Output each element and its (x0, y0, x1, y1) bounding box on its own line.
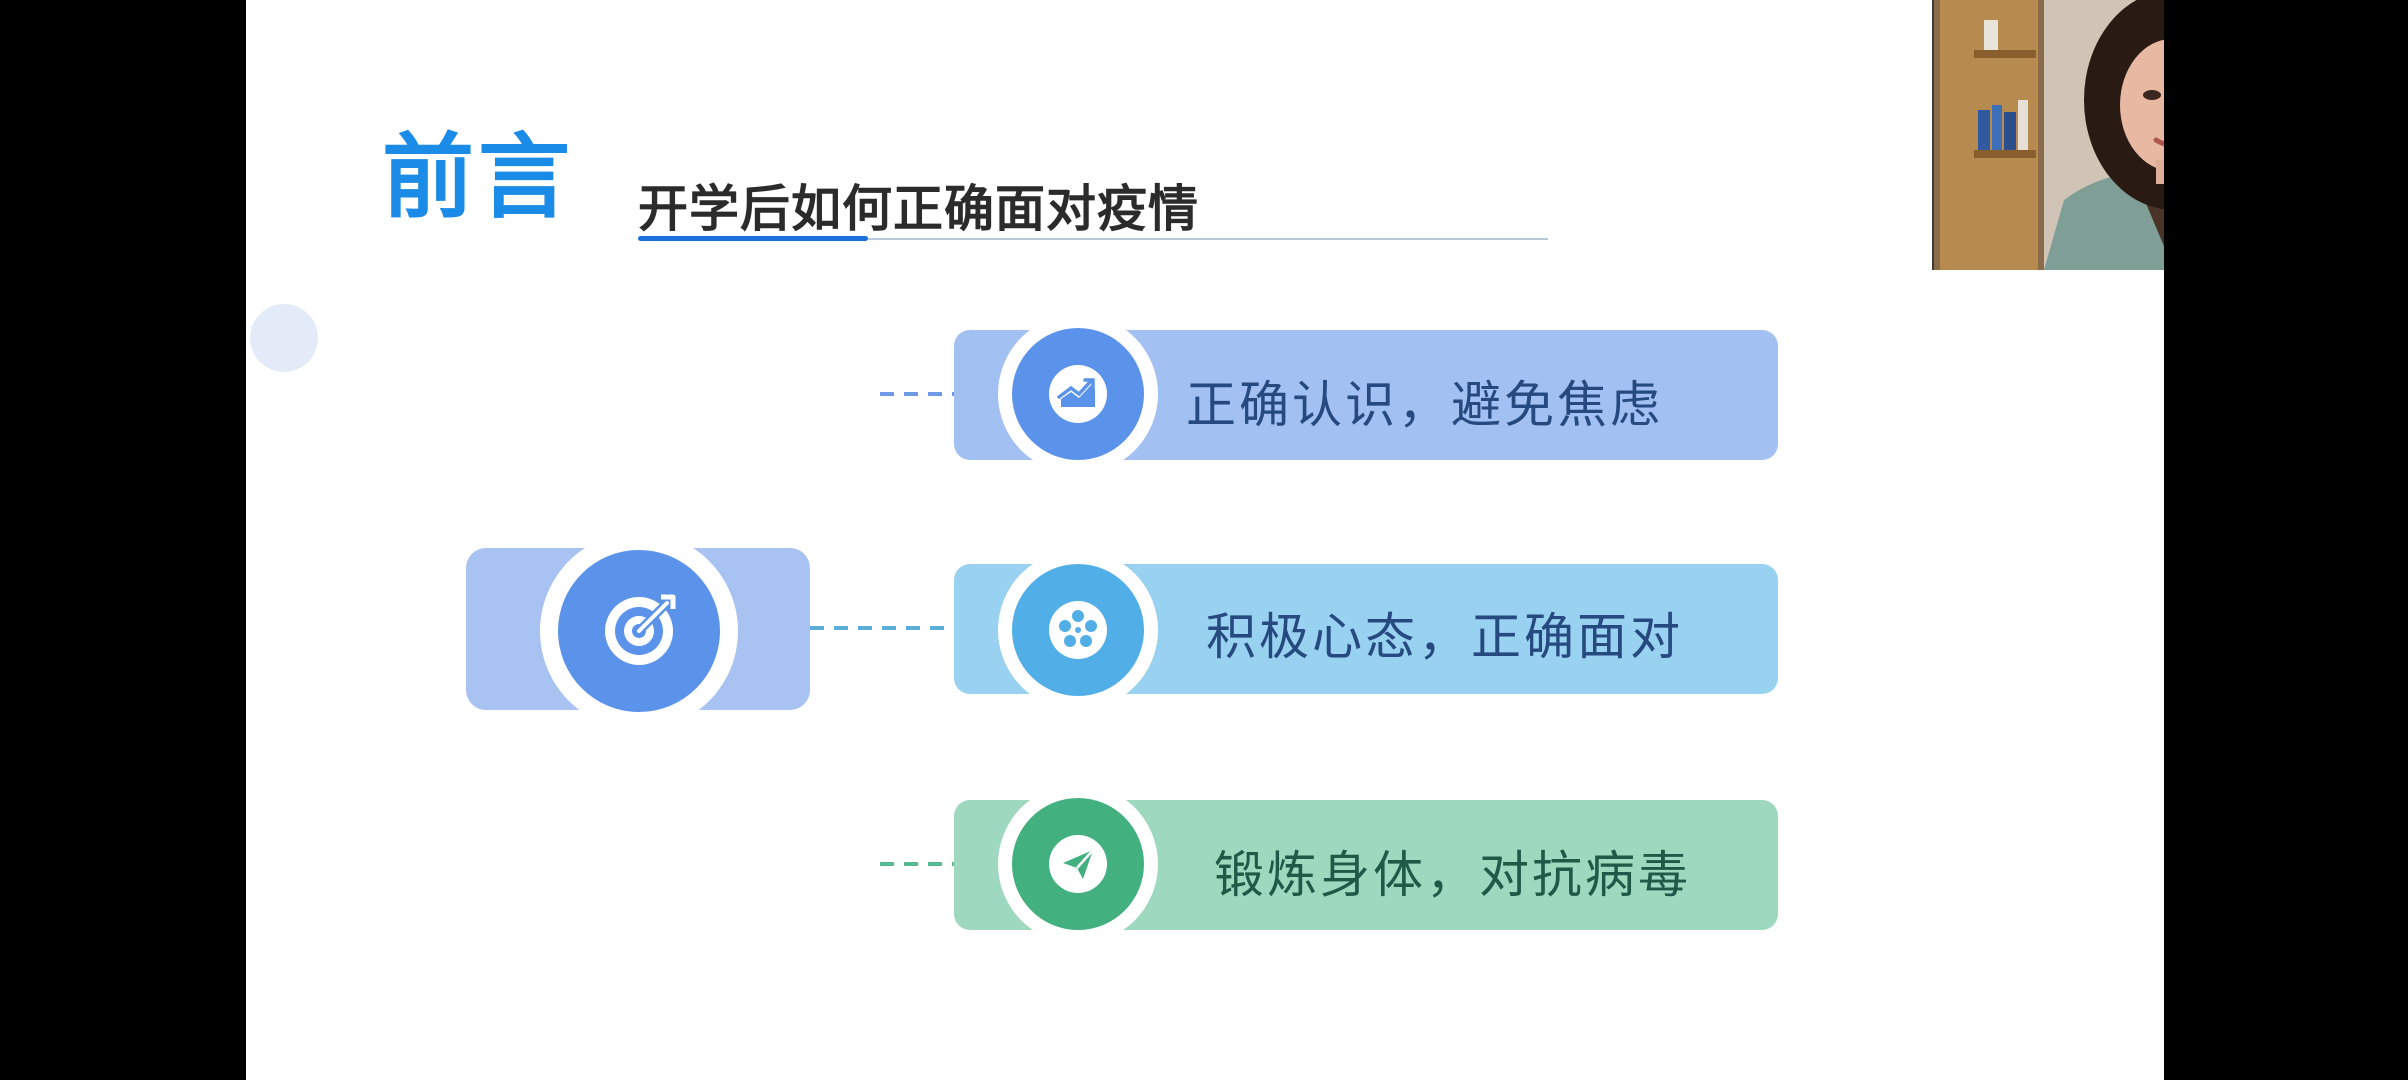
presenter-video-frame (1934, 0, 2164, 270)
item-label-1: 正确认识，避免焦虑 (1186, 376, 1663, 434)
title-divider-accent (638, 236, 868, 241)
slide-title: 前言 (382, 124, 575, 231)
chart-trend-icon (1049, 365, 1107, 423)
target-icon (605, 594, 676, 665)
presenter-video (1932, 0, 2164, 270)
item-badge-3 (1012, 798, 1144, 930)
item-label-3: 锻炼身体，对抗病毒 (1214, 846, 1691, 904)
hub-badge (558, 550, 720, 712)
paper-plane-icon (1049, 835, 1107, 893)
film-reel-icon (1049, 601, 1107, 659)
item-badge-2 (1012, 564, 1144, 696)
item-label-2: 积极心态，正确面对 (1206, 608, 1683, 666)
presentation-slide: 前言 开学后如何正确面对疫情 (246, 0, 2164, 1080)
letterbox-left (0, 0, 246, 1080)
slide-subtitle: 开学后如何正确面对疫情 (638, 180, 1199, 238)
item-badge-1 (1012, 328, 1144, 460)
title-divider (638, 238, 1548, 240)
decorative-circle (250, 304, 318, 372)
letterbox-right (2164, 0, 2408, 1080)
